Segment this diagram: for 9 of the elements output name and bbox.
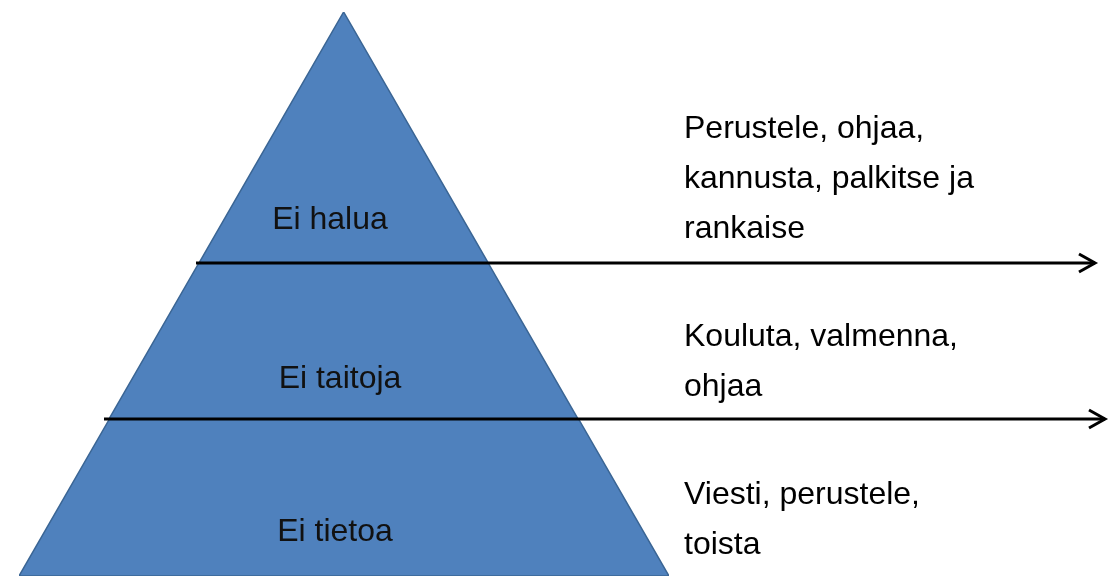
level-label: Ei taitoja <box>278 358 402 396</box>
level-label: Ei halua <box>272 199 388 237</box>
action-text: Kouluta, valmenna, ohjaa <box>684 316 959 405</box>
action-text: Viesti, perustele, toista <box>684 474 921 563</box>
pyramid-level <box>199 12 489 263</box>
action-text: Perustele, ohjaa, kannusta, palkitse ja rankaise <box>684 108 975 247</box>
level-label: Ei tietoa <box>277 511 393 549</box>
pyramid-level <box>19 419 669 576</box>
pyramid-level <box>109 263 579 419</box>
